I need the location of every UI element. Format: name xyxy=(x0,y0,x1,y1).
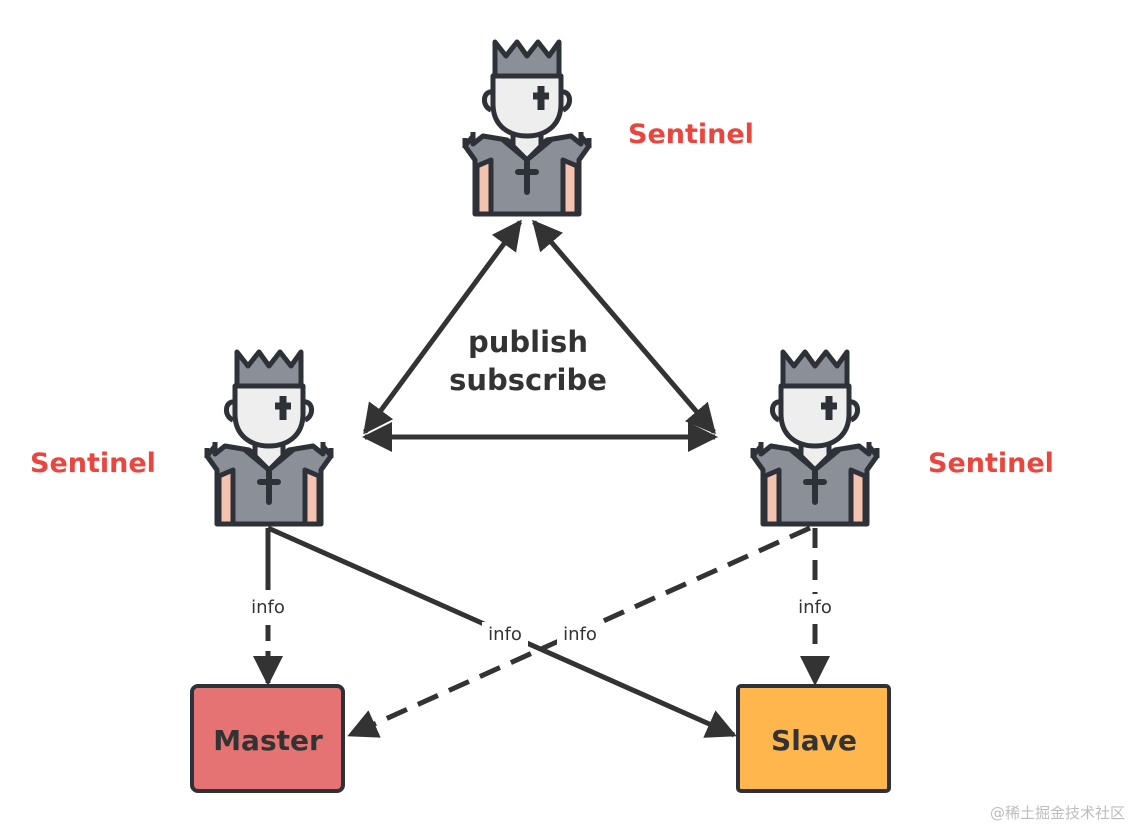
master-node: Master xyxy=(190,684,345,793)
publish-label: publish xyxy=(468,325,588,359)
slave-node: Slave xyxy=(736,684,891,793)
sentinel-top: Sentinel xyxy=(465,42,754,214)
sentinel-right: Sentinel xyxy=(753,352,1054,524)
edge-top-to-left xyxy=(362,219,523,435)
info-label-left-slave: info xyxy=(488,624,522,645)
edge-top-to-right xyxy=(532,219,716,435)
master-label: Master xyxy=(213,724,323,757)
watermark: @稀土掘金技术社区 xyxy=(990,804,1125,822)
slave-label: Slave xyxy=(771,724,857,757)
info-label-right-master: info xyxy=(563,624,597,645)
sentinel-icon xyxy=(207,352,331,524)
sentinel-top-label: Sentinel xyxy=(628,119,754,150)
sentinel-icon xyxy=(465,42,589,214)
info-label-right-slave: info xyxy=(798,597,832,618)
sentinel-icon xyxy=(753,352,877,524)
subscribe-label: subscribe xyxy=(449,363,607,397)
sentinel-right-label: Sentinel xyxy=(928,448,1054,479)
sentinel-left-label: Sentinel xyxy=(30,448,156,479)
sentinel-left: Sentinel xyxy=(30,352,331,524)
info-label-left-master: info xyxy=(251,597,285,618)
